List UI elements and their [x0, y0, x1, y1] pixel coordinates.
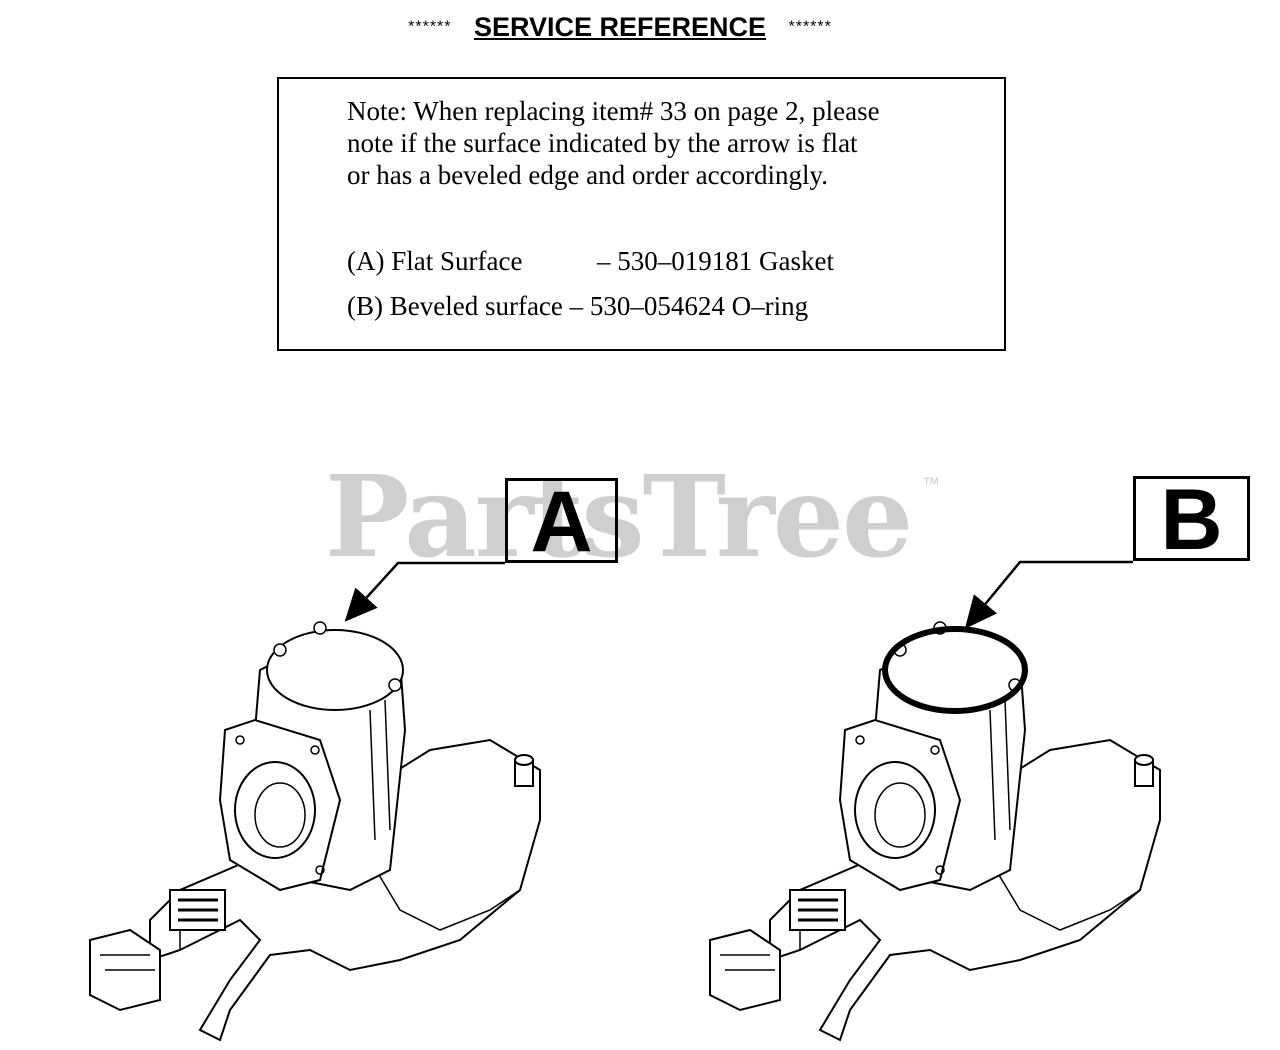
housing-drawing-b: [708, 560, 1162, 1042]
option-a-label: (A) Flat Surface: [347, 246, 523, 276]
beveled-oring-highlight: [882, 626, 1028, 714]
option-b: (B) Beveled surface – 530–054624 O–ring: [347, 290, 808, 322]
note-text: Note: When replacing item# 33 on page 2,…: [347, 95, 987, 191]
page-header: ****** SERVICE REFERENCE ******: [0, 12, 1240, 43]
trademark-symbol: ™: [922, 474, 940, 494]
note-line: note if the surface indicated by the arr…: [347, 128, 858, 158]
option-b-label: (B) Beveled surface: [347, 291, 563, 321]
option-a: (A) Flat Surface – 530–019181 Gasket: [347, 245, 834, 277]
housing-drawing-a: [88, 561, 542, 1042]
header-stars-right: ******: [788, 18, 832, 36]
variant-b-label: B: [1133, 476, 1250, 563]
service-note-box: Note: When replacing item# 33 on page 2,…: [277, 77, 1006, 351]
note-line: Note: When replacing item# 33 on page 2,…: [347, 96, 880, 126]
variant-a-label: A: [505, 478, 618, 565]
option-a-part: – 530–019181 Gasket: [597, 246, 834, 276]
option-b-part: – 530–054624 O–ring: [569, 291, 809, 321]
header-stars-left: ******: [408, 18, 452, 36]
page-title: SERVICE REFERENCE: [473, 12, 767, 42]
note-line: or has a beveled edge and order accordin…: [347, 160, 829, 190]
partstree-watermark: PartsTree: [325, 452, 913, 583]
